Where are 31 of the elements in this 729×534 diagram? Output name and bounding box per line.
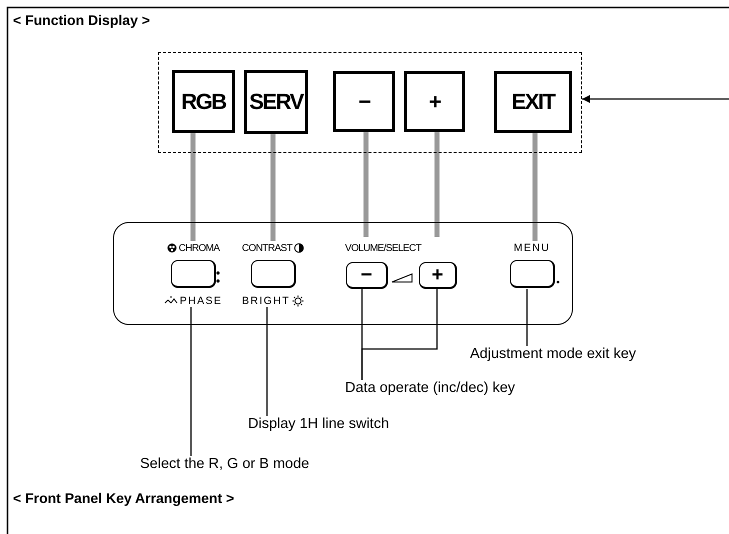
display-key: EXIT [494, 71, 572, 133]
leader-line [190, 307, 192, 456]
dashed-group-frame [158, 52, 582, 153]
connector-bar [190, 133, 196, 241]
callout-text: Select the R, G or B mode [140, 456, 310, 476]
key-label: MENU [514, 242, 550, 254]
connector-bar [270, 134, 276, 241]
arrow [582, 95, 729, 103]
leader-line [361, 289, 438, 380]
front-panel [113, 222, 573, 325]
callout-text: Display 1H line switch [248, 416, 390, 436]
display-key: − [333, 71, 395, 132]
connector-bar [364, 132, 368, 237]
callout-text: Adjustment mode exit key [470, 346, 636, 366]
section-heading: < Front Panel Key Arrangement > [13, 490, 234, 506]
key-label: CHROMA [178, 242, 220, 254]
display-key: SERV [244, 70, 308, 134]
key-label: CONTRAST [242, 242, 292, 254]
section-heading: < Function Display > [13, 12, 150, 28]
key-label: PHASE [180, 294, 222, 306]
panel-key: − [346, 262, 388, 289]
connector-bar [434, 132, 440, 237]
leader-line [526, 289, 528, 346]
leader-line [266, 307, 268, 416]
display-key: + [404, 71, 465, 132]
key-label: BRIGHT [242, 294, 290, 306]
panel-key: + [419, 262, 457, 289]
connector-bar [532, 133, 538, 241]
callout-text: Data operate (inc/dec) key [345, 380, 516, 400]
key-group-label: VOLUME/SELECT [345, 243, 422, 254]
display-key: RGB [172, 70, 235, 133]
